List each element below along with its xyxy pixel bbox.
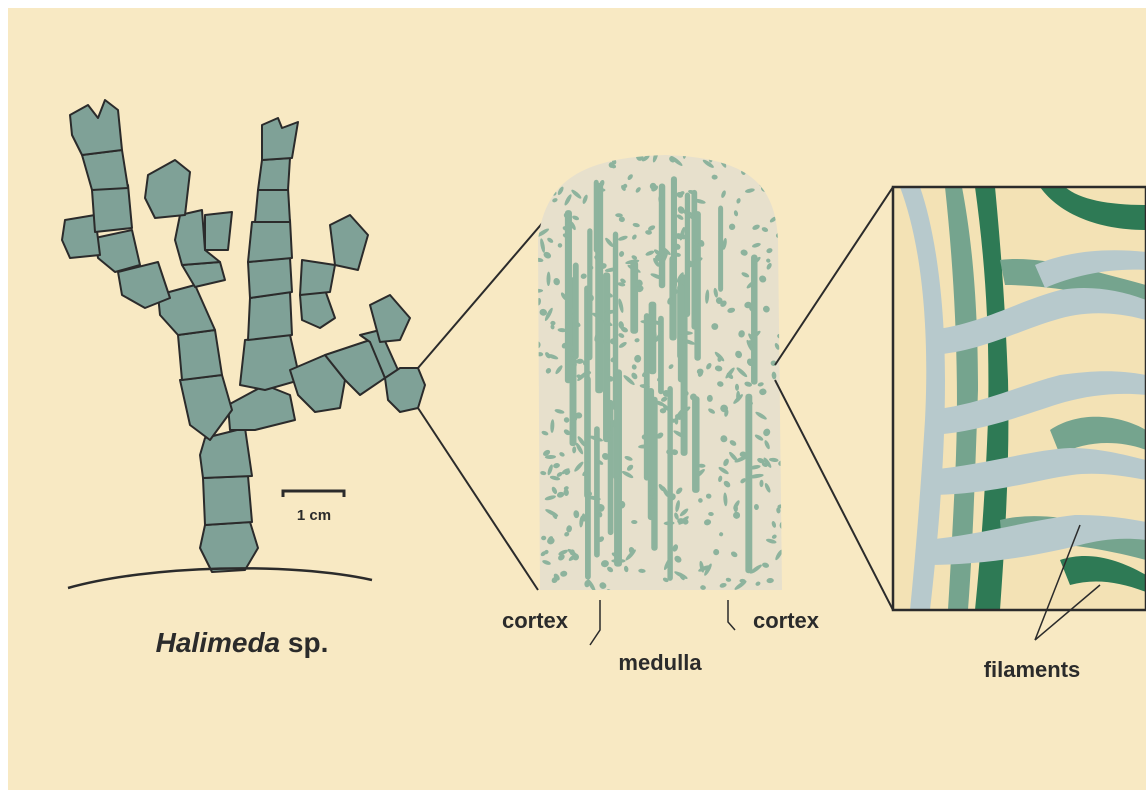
branch-segment [258, 158, 290, 190]
branch-segment [248, 292, 292, 340]
medulla-strand [594, 426, 600, 557]
medulla-strand [658, 316, 664, 394]
cortex-mark [570, 427, 574, 436]
medulla-strand [667, 386, 672, 581]
branch-segment [262, 118, 298, 160]
medulla-strand [677, 285, 685, 359]
branch-segment [248, 258, 292, 298]
medulla-strand [603, 272, 610, 442]
medulla-strand [585, 376, 591, 579]
cortex-right-label: cortex [753, 608, 820, 633]
cortex-mark [611, 559, 625, 563]
segment-cross-section [530, 146, 788, 595]
medulla-label: medulla [618, 650, 702, 675]
medulla-strand [718, 206, 723, 292]
filaments-label: filaments [984, 657, 1081, 682]
branch-segment [248, 220, 292, 262]
branch-segment [255, 188, 290, 222]
medulla-strand [692, 396, 699, 493]
branch-segment [92, 185, 132, 232]
species-caption: Halimeda sp. [156, 627, 329, 658]
medulla-strand [694, 211, 700, 361]
cortex-mark [589, 266, 593, 270]
cortex-mark [717, 357, 721, 362]
cortex-mark [585, 371, 592, 375]
branch-segment [205, 212, 232, 250]
cortex-mark [736, 391, 740, 402]
medulla-strand [651, 397, 657, 551]
medulla-strand [745, 394, 752, 574]
scale-bar-label: 1 cm [297, 507, 331, 524]
branch-segment [240, 335, 300, 390]
branch-segment [178, 330, 222, 380]
cortex-left-label: cortex [502, 608, 569, 633]
stem-segment [200, 522, 258, 572]
stem-segment [203, 476, 252, 525]
branch-segment [300, 260, 335, 295]
medulla-strand [587, 228, 592, 360]
medulla-strand [671, 176, 677, 288]
filament-detail-box [893, 187, 1146, 610]
